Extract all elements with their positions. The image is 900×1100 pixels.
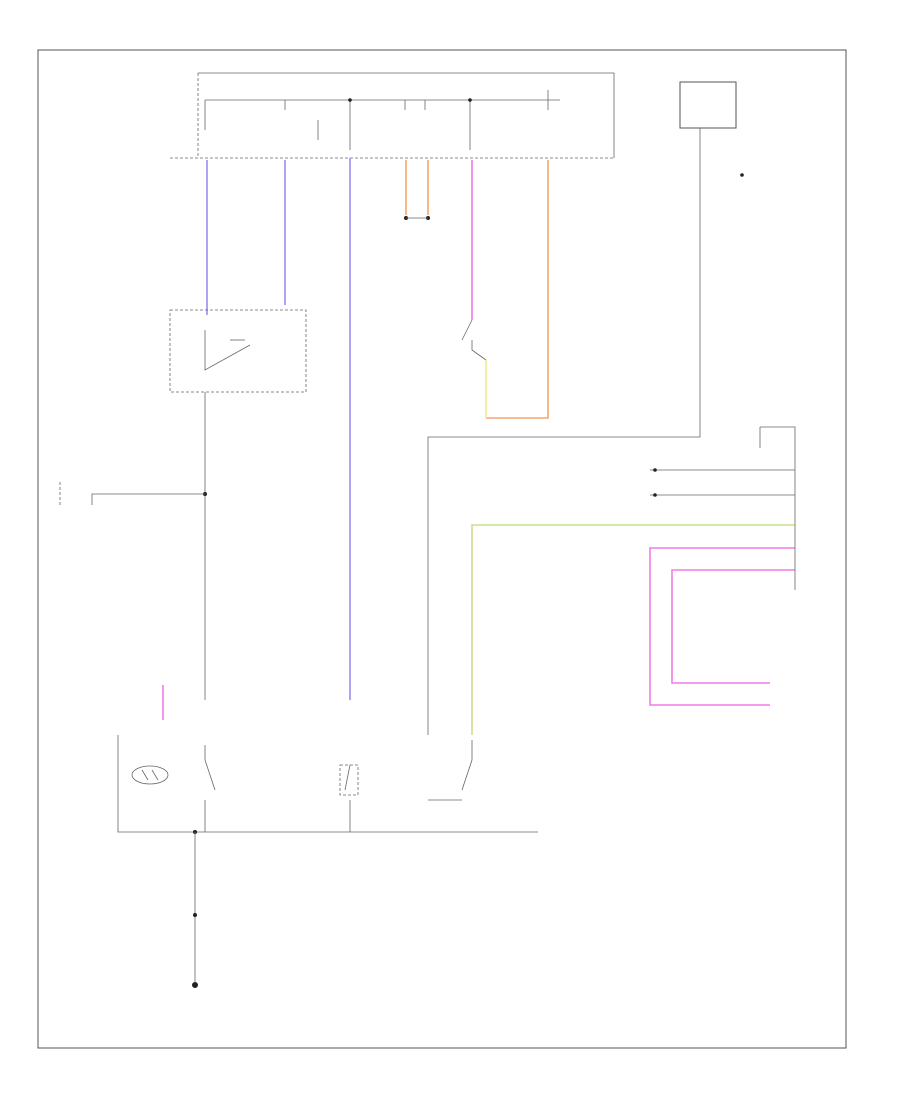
splice-dot (193, 913, 197, 917)
wire-green (471, 524, 795, 735)
ground-point (192, 982, 198, 988)
brake-switch (461, 319, 487, 361)
wire-gray-branch (91, 493, 205, 505)
wire-pink-3 (671, 569, 795, 684)
diagram-frame (37, 49, 847, 1049)
right-connector (650, 426, 796, 590)
battery-junction-box (679, 81, 737, 129)
module-feed-wire (427, 128, 701, 735)
connector-dot (740, 173, 744, 177)
overdrive-switch (461, 740, 473, 791)
fuse-junction-box (170, 72, 615, 159)
wire-pink-2 (649, 547, 795, 706)
ground-bus (117, 735, 538, 833)
fuse-symbols (204, 90, 549, 150)
relay-box (169, 309, 307, 393)
wire-orange-long (486, 160, 549, 419)
park-switch (204, 745, 216, 791)
lamp-symbol (131, 765, 169, 785)
shift-lock-switch (339, 764, 359, 796)
